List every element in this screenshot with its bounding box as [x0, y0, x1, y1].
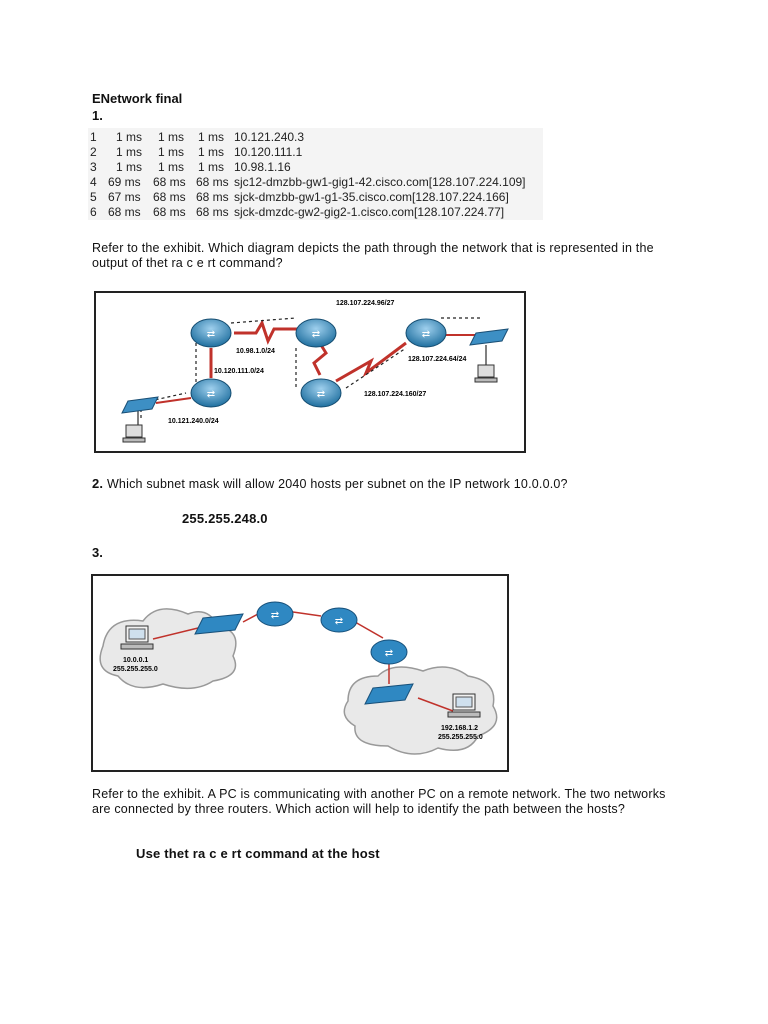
trace-host: sjck-dmzbb-gw1-g1-35.cisco.com[128.107.2… [234, 190, 509, 204]
svg-text:⇄: ⇄ [317, 389, 325, 400]
trace-time: 68 ms [153, 205, 186, 219]
pc-icon [120, 625, 154, 650]
trace-hop: 5 [90, 190, 97, 204]
remote-network-diagram: ⇄ ⇄ ⇄ 10.0.0.1 255.255.255.0 192.168.1.2… [99, 601, 498, 755]
router-icon: ⇄ [295, 318, 337, 348]
pc-icon [122, 424, 146, 443]
serial-link [312, 344, 328, 376]
trace-hop: 2 [90, 145, 97, 159]
host-mask-label: 255.255.255.0 [438, 734, 483, 741]
switch-icon [364, 683, 414, 705]
exhibit-1-diagram: ⇄ ⇄ ⇄ ⇄ ⇄ [94, 291, 526, 453]
serial-link [335, 341, 407, 383]
trace-time: 1 ms [158, 145, 185, 159]
pc-icon [447, 693, 481, 718]
trace-time: 1 ms [198, 160, 225, 174]
trace-time: 1 ms [198, 130, 225, 144]
trace-time: 1 ms [198, 145, 225, 159]
router-icon: ⇄ [370, 639, 408, 665]
subnet-label: 10.98.1.0/24 [236, 348, 275, 355]
serial-link [234, 319, 306, 345]
document-title: ENetwork final [92, 91, 183, 106]
svg-text:⇄: ⇄ [207, 329, 215, 340]
router-icon: ⇄ [300, 378, 342, 408]
router-icon: ⇄ [256, 601, 294, 627]
svg-text:⇄: ⇄ [335, 616, 343, 627]
network-path-diagram: ⇄ ⇄ ⇄ ⇄ ⇄ [121, 300, 509, 443]
router-icon: ⇄ [190, 318, 232, 348]
trace-time: 68 ms [196, 175, 229, 189]
question-1-number: 1. [92, 108, 103, 123]
trace-time: 1 ms [158, 160, 185, 174]
svg-text:⇄: ⇄ [207, 389, 215, 400]
switch-icon [194, 613, 244, 635]
traceroute-output: 1 1 ms 1 ms 1 ms 10.121.240.3 2 1 ms 1 m… [88, 128, 543, 220]
subnet-label: 10.121.240.0/24 [168, 418, 219, 425]
ethernet-link [155, 397, 192, 404]
subnet-label: 128.107.224.96/27 [336, 300, 394, 307]
svg-text:⇄: ⇄ [422, 329, 430, 340]
trace-time: 1 ms [158, 130, 185, 144]
host-mask-label: 255.255.255.0 [113, 666, 158, 673]
trace-time: 68 ms [153, 175, 186, 189]
trace-time: 68 ms [196, 205, 229, 219]
router-icon: ⇄ [320, 607, 358, 633]
trace-time: 68 ms [108, 205, 141, 219]
host-ip-label: 10.0.0.1 [123, 657, 148, 664]
host-ip-label: 192.168.1.2 [441, 725, 478, 732]
question-2-number: 2. [92, 476, 104, 491]
question-1-text: Refer to the exhibit. Which diagram depi… [92, 241, 654, 270]
router-icon: ⇄ [405, 318, 447, 348]
trace-host: 10.120.111.1 [234, 145, 303, 159]
trace-time: 69 ms [108, 175, 141, 189]
pc-icon [474, 364, 498, 383]
trace-host: 10.121.240.3 [234, 130, 305, 144]
question-2: 2. Which subnet mask will allow 2040 hos… [92, 476, 568, 491]
trace-time: 68 ms [196, 190, 229, 204]
svg-text:⇄: ⇄ [312, 329, 320, 340]
trace-host: 10.98.1.16 [234, 160, 291, 174]
trace-hop: 3 [90, 160, 97, 174]
question-3-number: 3. [92, 545, 103, 560]
trace-hop: 6 [90, 205, 97, 219]
switch-icon [469, 328, 509, 346]
subnet-label: 10.120.111.0/24 [214, 368, 264, 375]
exhibit-3-diagram: ⇄ ⇄ ⇄ 10.0.0.1 255.255.255.0 192.168.1.2… [91, 574, 509, 772]
trace-time: 68 ms [153, 190, 186, 204]
trace-time: 1 ms [116, 130, 143, 144]
trace-hop: 1 [90, 130, 97, 144]
switch-icon [121, 396, 159, 414]
subnet-label: 128.107.224.64/24 [408, 356, 466, 363]
question-3-answer: Use thet ra c e rt command at the host [136, 846, 380, 861]
question-2-answer: 255.255.248.0 [182, 511, 268, 526]
trace-hop: 4 [90, 175, 97, 189]
trace-host: sjc12-dmzbb-gw1-gig1-42.cisco.com[128.10… [234, 175, 526, 189]
question-2-text: Which subnet mask will allow 2040 hosts … [106, 477, 568, 491]
router-icon: ⇄ [190, 378, 232, 408]
trace-time: 67 ms [108, 190, 141, 204]
trace-time: 1 ms [116, 160, 143, 174]
question-3-text: Refer to the exhibit. A PC is communicat… [92, 787, 666, 816]
subnet-label: 128.107.224.160/27 [364, 391, 426, 398]
trace-time: 1 ms [116, 145, 143, 159]
svg-text:⇄: ⇄ [385, 648, 393, 659]
trace-host: sjck-dmzdc-gw2-gig2-1.cisco.com[128.107.… [234, 205, 505, 219]
svg-text:⇄: ⇄ [271, 610, 279, 621]
